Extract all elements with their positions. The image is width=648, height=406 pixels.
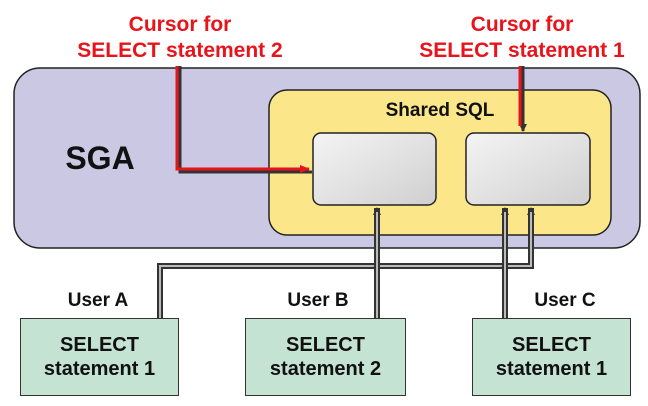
cursor-box-statement-1 <box>465 132 591 206</box>
cursor-label-line: SELECT statement 1 <box>419 39 625 62</box>
user-a-arrow <box>157 207 535 318</box>
statement-line: SELECT <box>286 334 365 356</box>
cursor-label-statement-2: Cursor for SELECT statement 2 <box>60 12 300 64</box>
user-c-statement-box: SELECT statement 1 <box>472 318 631 396</box>
cursor-2-arrow <box>175 66 312 174</box>
cursor-label-line: Cursor for <box>128 13 232 36</box>
statement-line: statement 1 <box>43 358 156 380</box>
sga-label: SGA <box>65 140 135 176</box>
cursor-box-statement-2 <box>312 132 437 206</box>
cursor-label-line: Cursor for <box>470 13 574 36</box>
statement-line: statement 2 <box>269 358 382 380</box>
statement-line: SELECT <box>60 334 139 356</box>
user-c-label: User C <box>534 290 596 311</box>
user-b-label: User B <box>287 290 349 311</box>
cursor-1-arrow <box>518 66 527 132</box>
statement-line: statement 1 <box>495 358 608 380</box>
user-a-label: User A <box>67 290 129 311</box>
shared-sql-label: Shared SQL <box>385 100 495 121</box>
cursor-label-line: SELECT statement 2 <box>77 39 283 62</box>
statement-line: SELECT <box>512 334 591 356</box>
user-b-statement-box: SELECT statement 2 <box>245 318 406 396</box>
user-a-statement-box: SELECT statement 1 <box>20 318 179 396</box>
cursor-label-statement-1: Cursor for SELECT statement 1 <box>402 12 642 64</box>
